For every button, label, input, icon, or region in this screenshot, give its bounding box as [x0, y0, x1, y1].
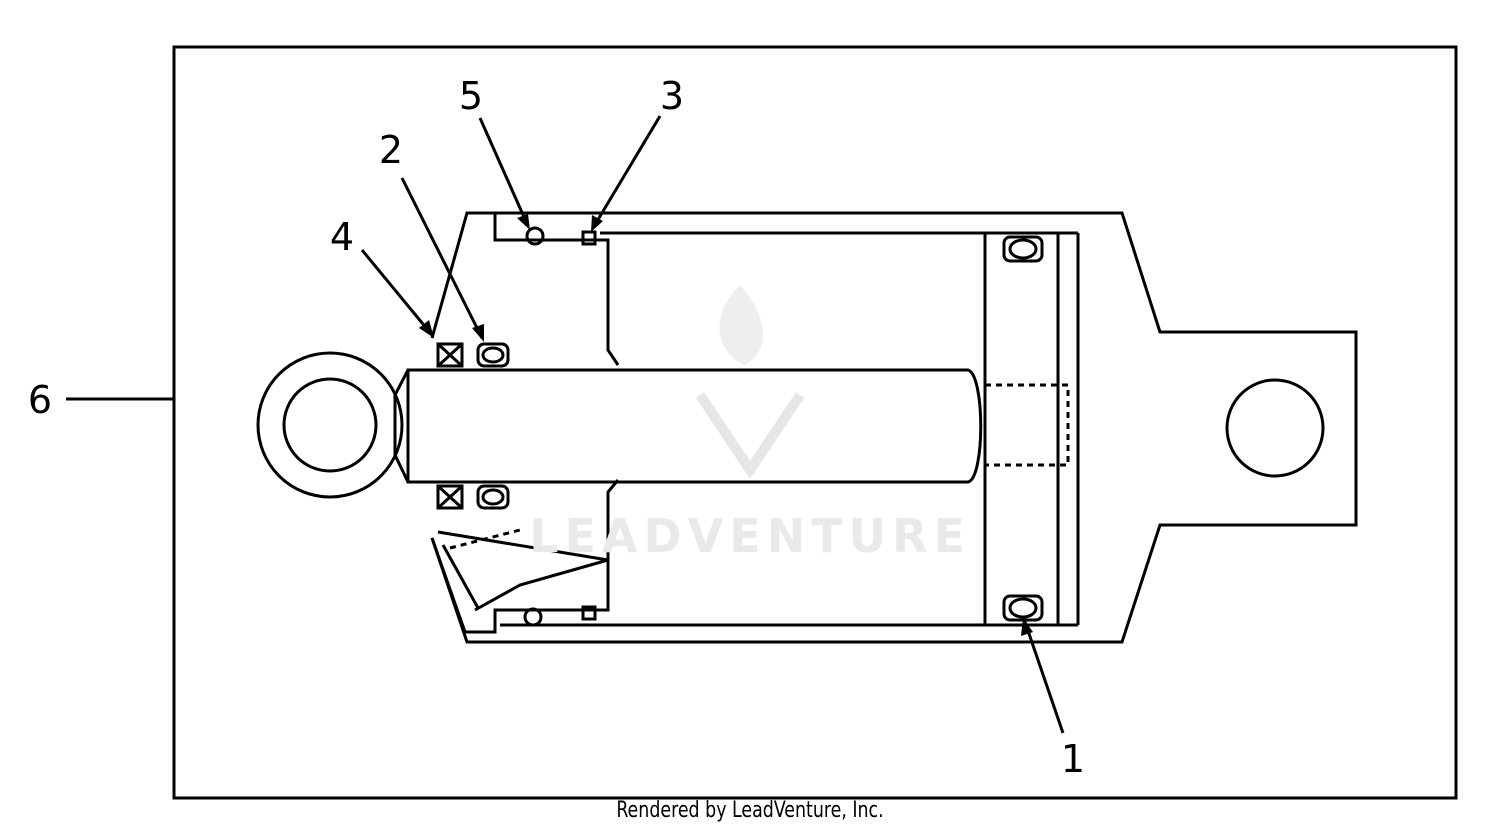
leader-line-1	[1023, 621, 1065, 734]
leader-line-2	[400, 177, 484, 339]
leader-line-4	[360, 249, 434, 336]
arrowhead-5	[517, 214, 530, 230]
cylinder-gland	[493, 213, 620, 366]
callout-label-2: 2	[379, 128, 403, 172]
arrowhead-3	[591, 215, 603, 232]
callout-label-5: 5	[459, 74, 483, 118]
watermark-logo	[695, 285, 805, 480]
diagram-frame	[172, 45, 1458, 800]
leader-line-5	[478, 117, 530, 227]
piston-seal	[1002, 235, 1044, 622]
callout-label-4: 4	[330, 215, 354, 259]
callout-label-6: 6	[28, 378, 52, 422]
gland-o-ring	[525, 226, 545, 246]
arrowhead-1	[1021, 618, 1033, 636]
callout-label-1: 1	[1061, 737, 1085, 781]
arrowhead-4	[419, 320, 434, 338]
watermark-text: LEADVENTURE	[529, 509, 971, 563]
rod-wiper-seal	[436, 342, 464, 510]
rod-eye	[256, 351, 404, 499]
leader-line-3	[591, 115, 662, 229]
arrowhead-2	[472, 324, 484, 342]
callout-label-3: 3	[660, 74, 684, 118]
cylinder-barrel	[430, 211, 1358, 644]
rod-seal	[476, 342, 510, 510]
piston-rod	[406, 368, 983, 484]
piston	[983, 231, 1060, 627]
backup-ring	[581, 230, 597, 246]
rendered-by-credit: Rendered by LeadVenture, Inc.	[616, 798, 884, 823]
tang-hole	[1225, 378, 1325, 478]
